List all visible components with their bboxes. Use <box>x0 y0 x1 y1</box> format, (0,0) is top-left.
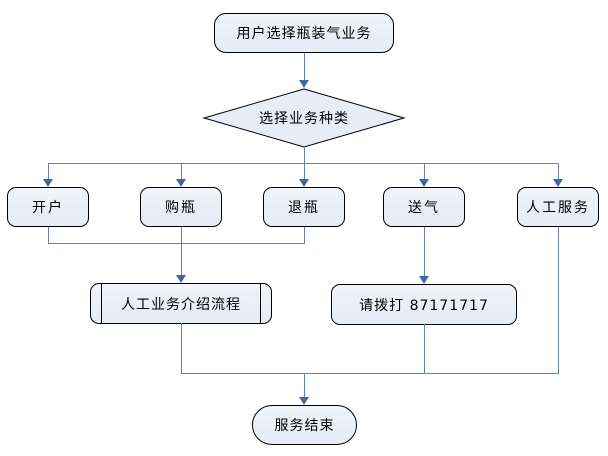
branch-label: 退瓶 <box>288 200 320 216</box>
connector-drop-open-account <box>48 163 49 179</box>
arrowhead-into-end <box>299 397 309 405</box>
branch-label: 送气 <box>408 200 440 216</box>
call-node: 请拨打 87171717 <box>331 284 517 325</box>
connector-open-account-down <box>48 227 49 244</box>
start-node: 用户选择瓶装气业务 <box>214 13 394 53</box>
arrowhead-into-buy-bottle <box>176 179 186 187</box>
end-node: 服务结束 <box>252 405 357 445</box>
arrowhead-into-call <box>419 276 429 284</box>
connector-drop-return-bottle <box>304 163 305 179</box>
arrowhead-into-manual-service <box>553 179 563 187</box>
predefined-process-left-bar <box>101 284 102 323</box>
end-node-label: 服务结束 <box>274 418 335 434</box>
branch-node-return-bottle: 退瓶 <box>263 187 345 227</box>
decision-node: 选择业务种类 <box>202 88 406 148</box>
connector-decision-stem <box>304 147 305 163</box>
start-node-label: 用户选择瓶装气业务 <box>236 26 372 42</box>
connector-manual-process-down <box>181 323 182 374</box>
branch-node-manual-service: 人工服务 <box>517 187 599 227</box>
manual-process-node: 人工业务介绍流程 <box>90 283 272 324</box>
connector-manual-service-down <box>558 227 559 374</box>
connector-funnel-rail <box>48 243 305 244</box>
connector-drop-deliver-gas <box>424 163 425 179</box>
manual-process-label: 人工业务介绍流程 <box>121 296 241 313</box>
arrowhead-into-return-bottle <box>299 179 309 187</box>
branch-label: 人工服务 <box>526 200 590 216</box>
branch-node-deliver-gas: 送气 <box>383 187 465 227</box>
decision-node-label: 选择业务种类 <box>259 111 349 127</box>
connector-call-down <box>424 324 425 374</box>
connector-drop-manual-service <box>558 163 559 179</box>
connector-drop-buy-bottle <box>181 163 182 179</box>
connector-merge-rail <box>181 373 559 374</box>
arrowhead-into-decision <box>299 80 309 88</box>
call-node-label: 请拨打 87171717 <box>359 297 489 314</box>
branch-node-buy-bottle: 购瓶 <box>140 187 222 227</box>
branch-label: 购瓶 <box>165 200 197 216</box>
connector-branch-rail <box>48 163 559 164</box>
connector-merge-to-end <box>304 373 305 397</box>
arrowhead-into-deliver-gas <box>419 179 429 187</box>
arrowhead-into-open-account <box>43 179 53 187</box>
connector-buy-bottle-down <box>181 227 182 275</box>
branch-node-open-account: 开户 <box>7 187 89 227</box>
connector-deliver-gas-down <box>424 227 425 276</box>
arrowhead-into-manual-process <box>176 275 186 283</box>
connector-return-bottle-down <box>304 227 305 244</box>
branch-label: 开户 <box>32 200 64 216</box>
connector-start-decision <box>304 53 305 80</box>
predefined-process-right-bar <box>260 284 261 323</box>
